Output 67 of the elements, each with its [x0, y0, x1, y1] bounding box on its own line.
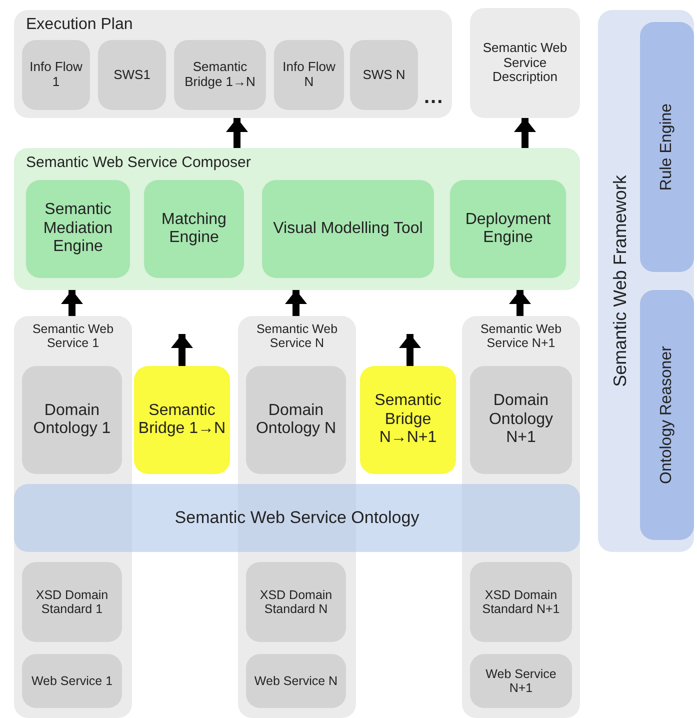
box-label: Semantic Web Service Ontology [174, 508, 420, 528]
panel-title: Semantic Web Service Composer [25, 153, 252, 172]
rounded-box [14, 484, 580, 552]
rounded-box [134, 366, 230, 474]
rounded-box [640, 290, 694, 540]
panel-title: Semantic Web Service N [255, 321, 339, 351]
rounded-box [246, 654, 346, 708]
rounded-box [26, 180, 130, 278]
group-panel [14, 148, 580, 290]
box-label: Info Flow N [282, 60, 336, 90]
rounded-box [174, 40, 266, 110]
rounded-box [22, 40, 90, 110]
box-label: Rule Engine [657, 102, 676, 193]
arrow [171, 334, 193, 366]
group-panel [14, 316, 132, 718]
rounded-box [22, 562, 122, 642]
group-panel [14, 10, 452, 118]
box-label: XSD Domain Standard N+1 [481, 588, 561, 616]
box-label: XSD Domain Standard 1 [34, 588, 110, 616]
rounded-box [246, 562, 346, 642]
box-label: Visual Modelling Tool [273, 220, 423, 238]
arrow [61, 290, 83, 316]
rounded-box [470, 366, 572, 474]
arrow [509, 290, 531, 316]
arrow [285, 290, 307, 316]
panel-title: Semantic Web Framework [609, 174, 631, 389]
box-label: Ontology Reasoner [657, 345, 676, 486]
box-label: Semantic Bridge N→N+1 [374, 392, 442, 448]
box-label: Web Service N [254, 674, 338, 688]
rounded-box [470, 654, 572, 708]
arrow [514, 118, 536, 148]
group-panel [598, 10, 694, 552]
panel-title: Execution Plan [25, 15, 134, 34]
rounded-box [98, 40, 166, 110]
box-label: Semantic Bridge 1→N [184, 60, 256, 90]
box-label: Domain Ontology 1 [32, 402, 112, 438]
group-panel [462, 316, 580, 718]
rounded-box [22, 366, 122, 474]
rounded-box [640, 22, 694, 272]
panel-title: Semantic Web Service N+1 [479, 321, 563, 351]
rounded-box [262, 180, 434, 278]
rounded-box [470, 8, 580, 118]
box-label: SWS1 [114, 68, 150, 82]
rounded-box [246, 366, 346, 474]
rounded-box [450, 180, 566, 278]
box-label: Semantic Mediation Engine [42, 201, 114, 257]
box-label: Domain Ontology N+1 [488, 392, 554, 448]
rounded-box [144, 180, 244, 278]
ellipsis-text: ... [424, 86, 444, 109]
box-label: Info Flow 1 [28, 60, 84, 90]
panel-title: Semantic Web Service 1 [31, 321, 115, 351]
box-label: Matching Engine [160, 210, 228, 248]
box-label: SWS N [362, 68, 406, 82]
rounded-box [470, 562, 572, 642]
rounded-box [360, 366, 456, 474]
rounded-box [274, 40, 344, 110]
box-label: Deployment Engine [464, 210, 552, 248]
box-label: Semantic Web Service Description [482, 40, 568, 86]
arrow [226, 118, 248, 148]
box-label: Semantic Bridge 1→N [137, 402, 227, 438]
box-label: Web Service N+1 [484, 666, 558, 696]
arrow [399, 334, 421, 366]
box-label: XSD Domain Standard N [258, 588, 334, 616]
rounded-box [350, 40, 418, 110]
box-label: Domain Ontology N [254, 402, 338, 438]
box-label: Web Service 1 [31, 674, 113, 688]
rounded-box [22, 654, 122, 708]
